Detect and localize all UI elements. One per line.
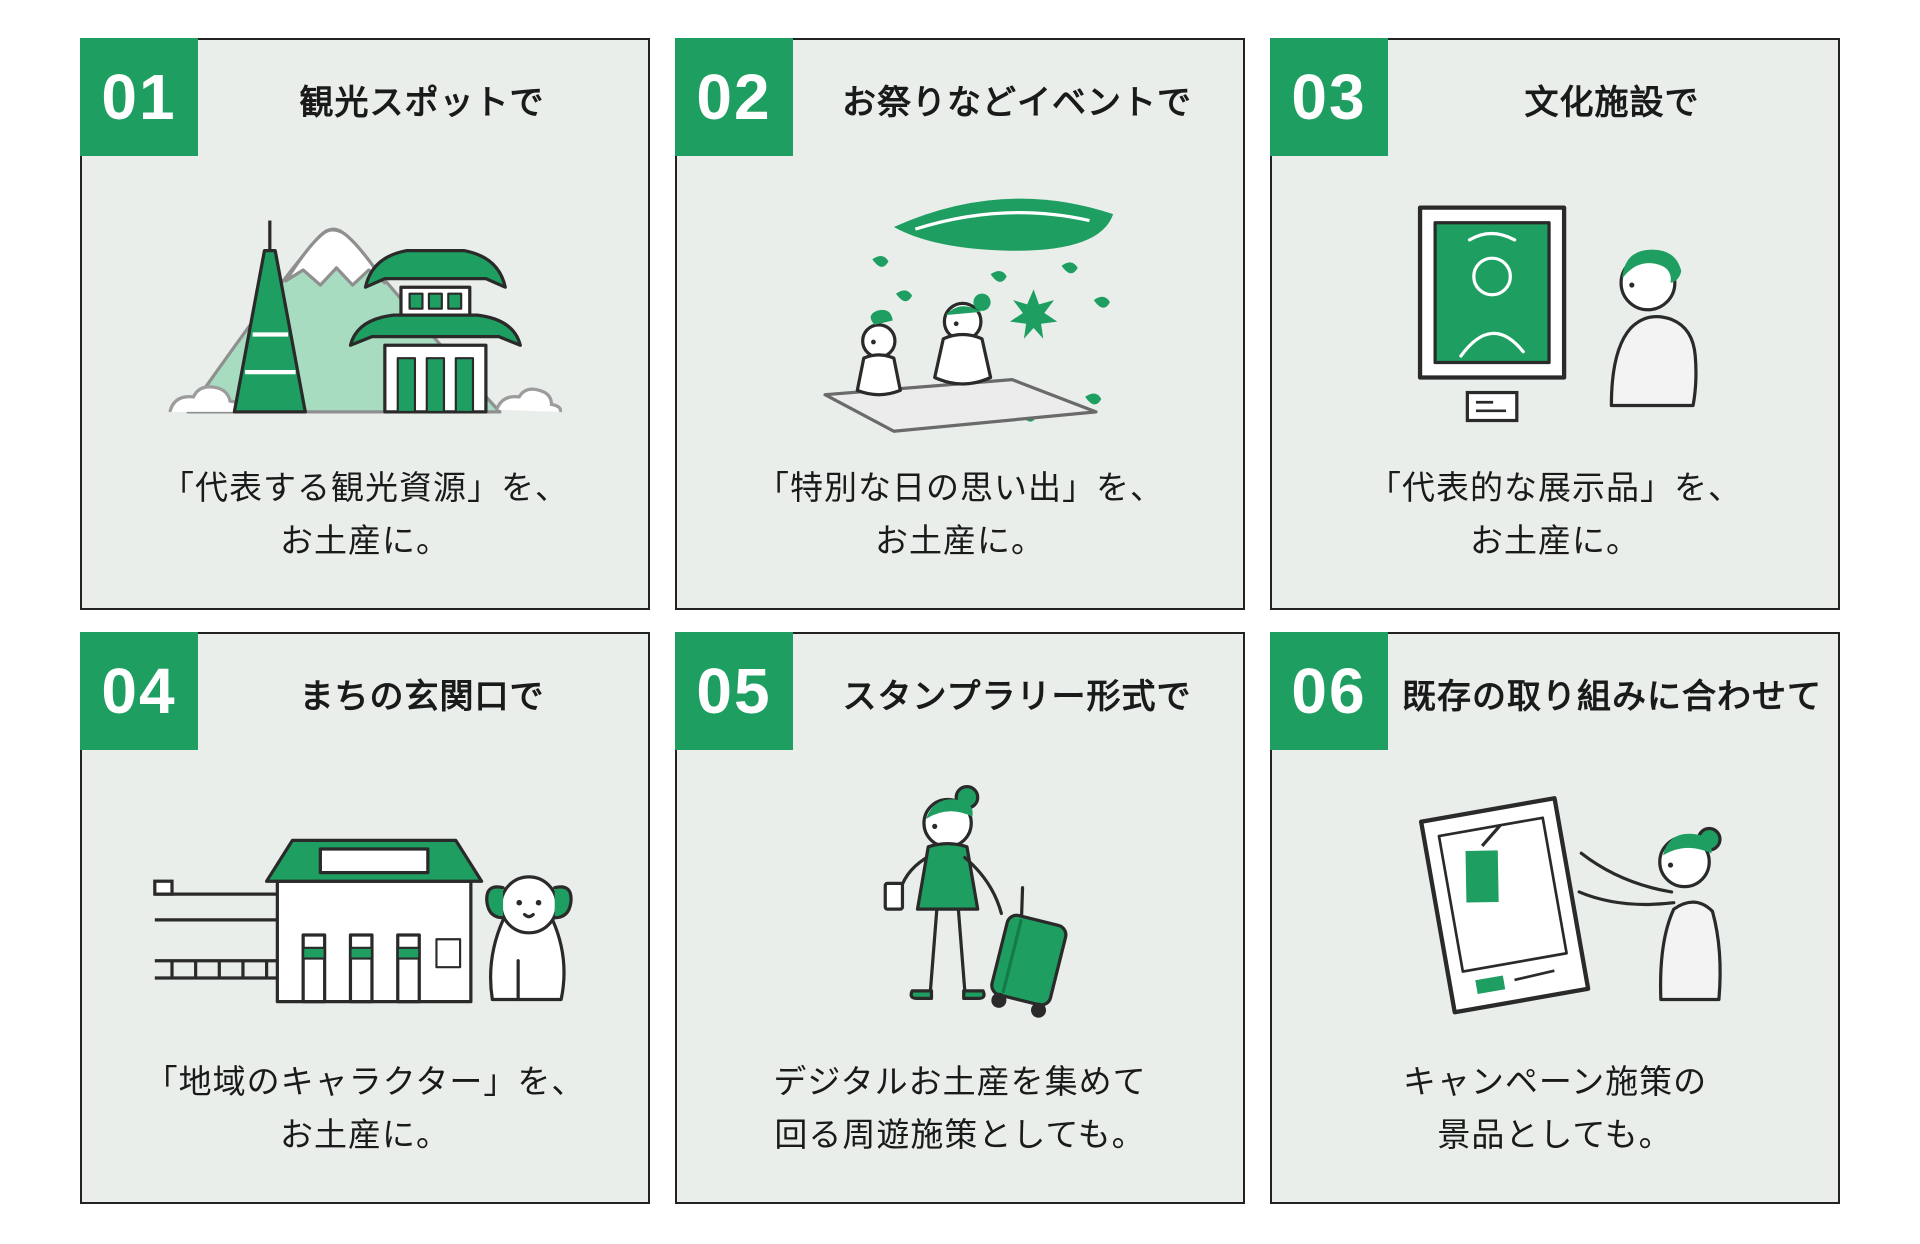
caption-line: お土産に。	[280, 522, 450, 560]
cultural-facility-illustration	[1417, 205, 1698, 423]
card-title: 文化施設で	[1524, 83, 1700, 122]
usecase-card-05: 05 スタンプラリー形式で	[675, 632, 1245, 1204]
caption-line: お土産に。	[875, 522, 1045, 560]
card-caption: キャンペーン施策の 景品としても。	[1272, 1056, 1838, 1202]
card-number-badge: 01	[80, 38, 198, 156]
caption-line: 「特別な日の思い出」を、	[756, 469, 1164, 507]
card-header: 04 まちの玄関口で	[80, 632, 648, 752]
card-header: 05 スタンプラリー形式で	[675, 632, 1243, 752]
card-title: まちの玄関口で	[299, 677, 545, 716]
card-illustration	[1272, 752, 1838, 1056]
stamp-rally-illustration	[883, 785, 1067, 1018]
card-illustration	[1272, 158, 1838, 462]
card-number-badge: 02	[675, 38, 793, 156]
card-header: 06 既存の取り組みに合わせて	[1270, 632, 1838, 752]
card-caption: 「代表的な展示品」を、 お土産に。	[1272, 462, 1838, 608]
caption-line: 回る周遊施策としても。	[774, 1116, 1146, 1154]
sightseeing-spot-illustration	[167, 220, 562, 414]
usecase-card-06: 06 既存の取り組みに合わせて	[1270, 632, 1840, 1204]
caption-line: お土産に。	[1470, 522, 1640, 560]
card-illustration	[82, 752, 648, 1056]
card-caption: 「地域のキャラクター」を、 お土産に。	[82, 1056, 648, 1202]
caption-line: デジタルお土産を集めて	[773, 1063, 1147, 1101]
caption-line: 「地域のキャラクター」を、	[144, 1063, 586, 1101]
caption-line: 景品としても。	[1437, 1116, 1673, 1154]
card-number-badge: 06	[1270, 632, 1388, 750]
card-number-badge: 03	[1270, 38, 1388, 156]
caption-line: 「代表する観光資源」を、	[161, 469, 569, 507]
card-number-badge: 04	[80, 632, 198, 750]
usecase-card-03: 03 文化施設で	[1270, 38, 1840, 610]
usecase-card-02: 02 お祭りなどイベントで	[675, 38, 1245, 610]
festival-event-illustration	[822, 198, 1113, 434]
card-title: 観光スポットで	[299, 83, 545, 122]
card-title: 既存の取り組みに合わせて	[1402, 677, 1822, 716]
usecase-card-01: 01 観光スポットで	[80, 38, 650, 610]
card-illustration	[677, 158, 1243, 462]
usecase-card-04: 04 まちの玄関口で	[80, 632, 650, 1204]
card-header: 02 お祭りなどイベントで	[675, 38, 1243, 158]
caption-line: 「代表的な展示品」を、	[1368, 469, 1742, 507]
card-caption: 「代表する観光資源」を、 お土産に。	[82, 462, 648, 608]
card-header: 03 文化施設で	[1270, 38, 1838, 158]
card-illustration	[82, 158, 648, 462]
card-title: お祭りなどイベントで	[842, 83, 1192, 122]
campaign-illustration	[1418, 796, 1722, 1015]
card-title: スタンプラリー形式で	[842, 677, 1192, 716]
card-caption: 「特別な日の思い出」を、 お土産に。	[677, 462, 1243, 608]
usecase-grid: 01 観光スポットで	[80, 38, 1840, 1204]
card-number-badge: 05	[675, 632, 793, 750]
town-gateway-illustration	[152, 838, 573, 1004]
card-header: 01 観光スポットで	[80, 38, 648, 158]
card-illustration	[677, 752, 1243, 1056]
caption-line: キャンペーン施策の	[1402, 1063, 1708, 1101]
card-caption: デジタルお土産を集めて 回る周遊施策としても。	[677, 1056, 1243, 1202]
caption-line: お土産に。	[280, 1116, 450, 1154]
